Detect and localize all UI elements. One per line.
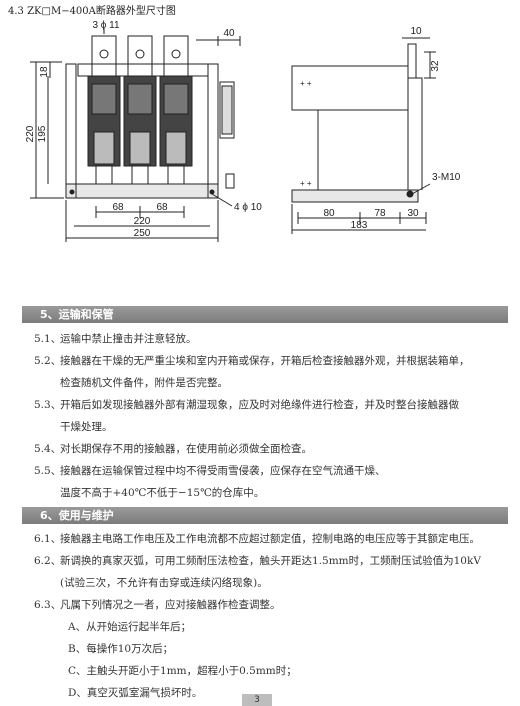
dim-holes: 3 ϕ 11: [92, 20, 120, 31]
dim-68-left: 68: [112, 202, 124, 213]
dim-thread: 3-M10: [432, 172, 461, 183]
dimension-drawing: + + + + 3 ϕ 11 40 18 220 195 68 68 220 2…: [25, 20, 461, 242]
list-item: 5.2、接触器在干燥的无严重尘埃和室内开箱或保存，开箱后检查接触器外观，并根据装…: [34, 355, 470, 367]
list-item: 5.3、开箱后如发现接触器外部有潮湿现象，应及时对绝缘件进行检查，并及时整台接触…: [34, 399, 459, 411]
pole-2: [123, 35, 157, 185]
list-item: 6.1、接触器主电路工作电压及工作电流都不应超过额定值，控制电路的电压应等于其额…: [34, 533, 480, 545]
dim-250: 250: [134, 228, 151, 239]
dim-32: 32: [430, 60, 441, 72]
figure-heading: 4.3 ZK□M−400A断路器外型尺寸图: [8, 6, 176, 17]
sub-item: A、从开始运行起半年后；: [68, 621, 192, 633]
side-upper-block: [291, 65, 409, 111]
dim-10: 10: [410, 26, 422, 37]
section-6-title: 6、使用与维护: [22, 507, 508, 524]
sub-item: D、真空灭弧室漏气损坏时。: [68, 687, 203, 699]
dim-30: 30: [407, 208, 419, 219]
page-number: 3: [242, 694, 272, 706]
list-item: 5.4、对长期保存不用的接触器，在使用前必须做全面检查。: [34, 443, 312, 455]
svg-text:+ +: + +: [300, 79, 312, 88]
dim-78: 78: [374, 208, 386, 219]
dim-183: 183: [351, 220, 368, 231]
pole-3: [159, 35, 193, 185]
list-item: 5.5、接触器在运输保管过程中均不得受雨雪侵袭，应保存在空气流通干燥、: [34, 465, 386, 477]
svg-text:+ +: + +: [300, 179, 312, 188]
list-item: 6.2、新调换的真家灭弧，可用工频耐压法检查，触头开距达1.5mm时，工频耐压试…: [34, 555, 481, 567]
section-5-list: 5.1、运输中禁止撞击并注意轻放。 5.2、接触器在干燥的无严重尘埃和室内开箱或…: [34, 328, 470, 504]
dim-220-horizontal: 220: [134, 216, 151, 227]
dim-68-right: 68: [156, 202, 168, 213]
list-item: 5.1、运输中禁止撞击并注意轻放。: [34, 333, 197, 345]
section-6-list: 6.1、接触器主电路工作电压及工作电流都不应超过额定值，控制电路的电压应等于其额…: [34, 528, 481, 704]
dim-80: 80: [323, 208, 335, 219]
dim-mount-holes: 4 ϕ 10: [234, 202, 262, 213]
dim-195: 195: [37, 125, 48, 142]
dim-40: 40: [223, 28, 235, 39]
list-item: 6.3、凡属下列情况之一者，应对接触器作检查调整。: [34, 599, 281, 611]
dim-220-vertical: 220: [25, 125, 36, 142]
dim-18: 18: [39, 66, 50, 78]
sub-item: C、主触头开距小于1mm，超程小于0.5mm时；: [68, 665, 297, 677]
pole-1: [87, 35, 121, 185]
sub-item: B、每操作10万次后；: [68, 643, 174, 655]
base-plate: [65, 183, 219, 199]
section-5-title: 5、运输和保管: [22, 306, 508, 323]
